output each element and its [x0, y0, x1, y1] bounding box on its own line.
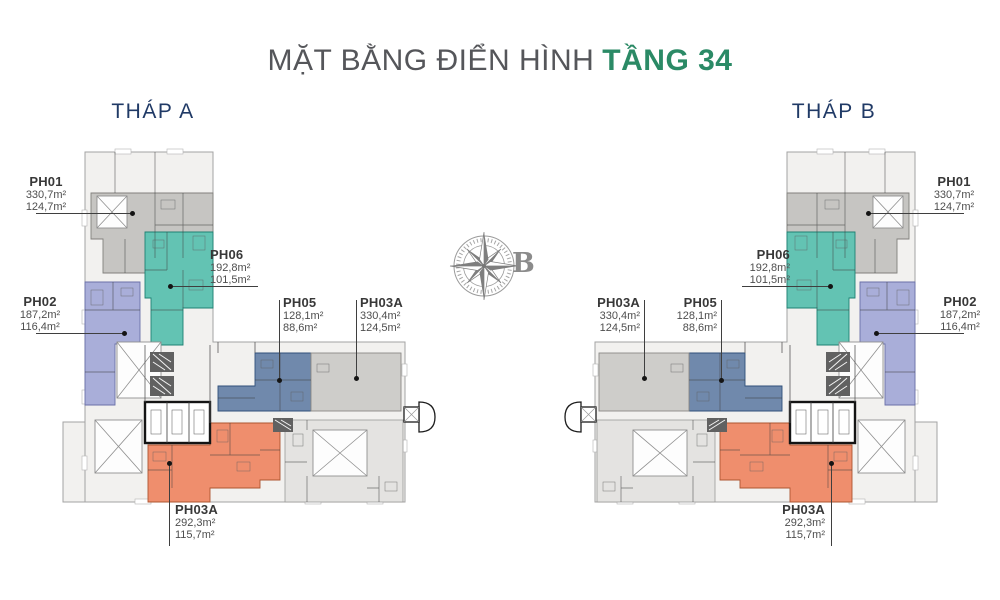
unit-area-net: 124,7m² — [25, 201, 67, 213]
unit-area-total: 292,3m² — [784, 517, 825, 529]
leader-dot — [641, 375, 647, 381]
leader-dot — [166, 460, 172, 466]
unit-code: PH03A — [597, 295, 640, 310]
compass-rose-icon — [449, 231, 519, 301]
leader-dot — [353, 375, 359, 381]
unit-code: PH03A — [782, 502, 825, 517]
unit-area-net: 115,7m² — [785, 529, 825, 541]
unit-area-total: 128,1m² — [283, 310, 324, 322]
leader-dot — [718, 377, 724, 383]
unit-area-net: 116,4m² — [940, 321, 980, 333]
leader-line — [830, 463, 832, 546]
unit-code: PH05 — [283, 295, 317, 310]
leader-line — [36, 332, 124, 334]
unit-area-total: 330,4m² — [599, 310, 640, 322]
unit-area-total: 330,7m² — [25, 189, 67, 201]
leader-dot — [129, 210, 135, 216]
unit-area-total: 192,8m² — [210, 262, 251, 274]
unit-area-total: 187,2m² — [939, 309, 981, 321]
compass-north-label: B — [512, 248, 535, 279]
page-title-floor: TẦNG 34 — [602, 44, 733, 77]
tower-b-name: THÁP B — [791, 100, 877, 123]
unit-code: PH02 — [23, 294, 57, 309]
unit-area-net: 88,6m² — [283, 322, 318, 334]
leader-dot — [827, 283, 833, 289]
leader-dot — [873, 330, 879, 336]
unit-area-total: 330,7m² — [933, 189, 975, 201]
unit-area-total: 192,8m² — [749, 262, 790, 274]
leader-line — [742, 285, 830, 287]
leader-line — [170, 285, 258, 287]
leader-line — [720, 300, 722, 380]
unit-area-net: 101,5m² — [749, 274, 790, 286]
unit-area-total: 187,2m² — [19, 309, 61, 321]
unit-code: PH03A — [360, 295, 403, 310]
unit-code: PH05 — [683, 295, 717, 310]
leader-line — [876, 332, 964, 334]
leader-line — [868, 212, 964, 214]
unit-area-total: 330,4m² — [360, 310, 401, 322]
page-title-prefix: MẶT BẰNG ĐIỂN HÌNH — [267, 44, 595, 77]
unit-area-net: 101,5m² — [210, 274, 251, 286]
leader-line — [168, 463, 170, 546]
leader-dot — [167, 283, 173, 289]
unit-code: PH06 — [756, 247, 790, 262]
unit-code: PH06 — [210, 247, 244, 262]
leader-line — [355, 300, 357, 378]
unit-area-net: 88,6m² — [682, 322, 717, 334]
unit-area-net: 115,7m² — [175, 529, 215, 541]
leader-line — [643, 300, 645, 378]
unit-area-total: 292,3m² — [175, 517, 216, 529]
unit-area-net: 124,7m² — [933, 201, 975, 213]
leader-line — [278, 300, 280, 380]
leader-dot — [121, 330, 127, 336]
unit-area-net: 116,4m² — [20, 321, 60, 333]
leader-dot — [865, 210, 871, 216]
tower-a-name: THÁP A — [111, 100, 195, 123]
unit-area-total: 128,1m² — [676, 310, 717, 322]
leader-line — [36, 212, 132, 214]
unit-code: PH01 — [937, 174, 971, 189]
leader-dot — [828, 460, 834, 466]
unit-code: PH03A — [175, 502, 218, 517]
unit-code: PH02 — [943, 294, 977, 309]
leader-dot — [276, 377, 282, 383]
unit-code: PH01 — [29, 174, 63, 189]
unit-area-net: 124,5m² — [599, 322, 640, 334]
unit-area-net: 124,5m² — [360, 322, 401, 334]
